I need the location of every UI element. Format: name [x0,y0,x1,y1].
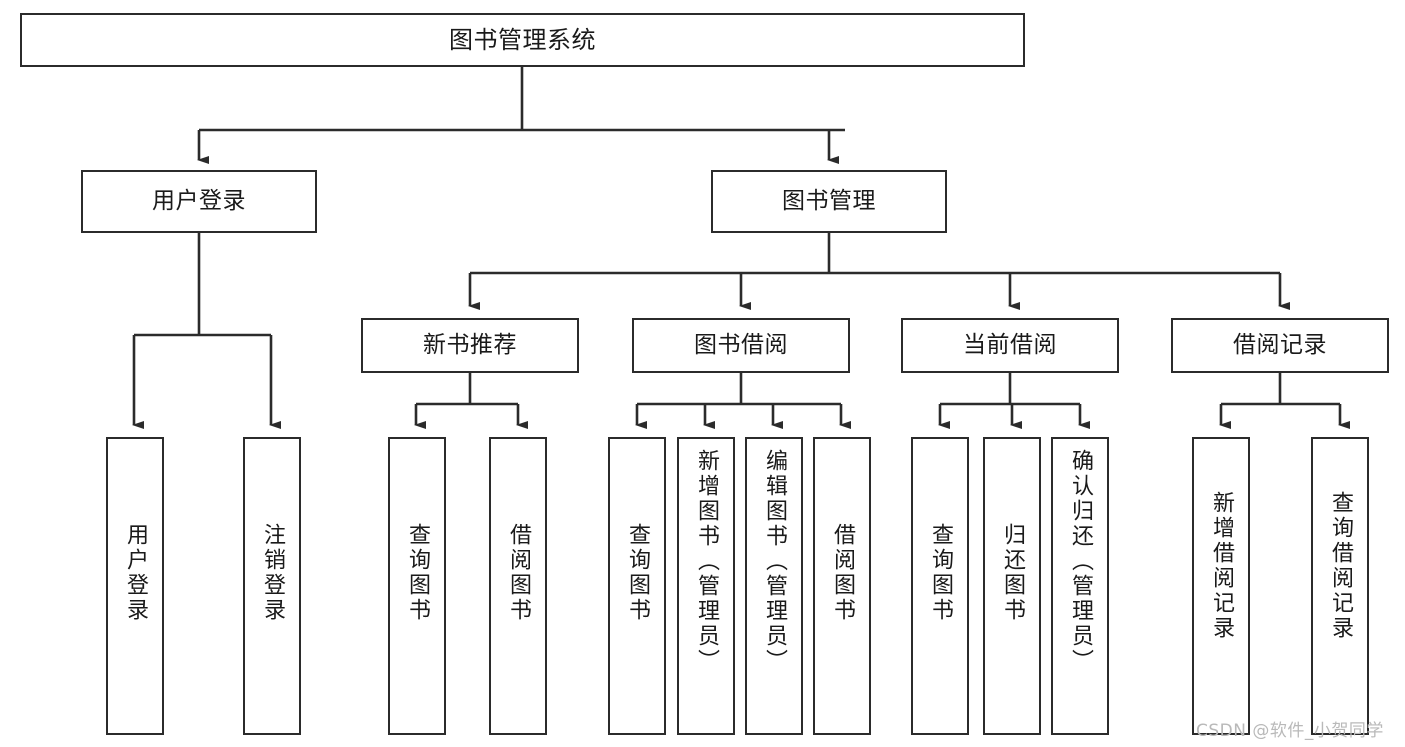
node-leaf-edit-book-admin[interactable]: 编辑图书（管理员） [745,437,803,735]
node-borrow-record[interactable]: 借阅记录 [1171,318,1389,373]
node-leaf-query-book-current-label: 查询图书 [928,523,953,623]
node-leaf-query-book-borrow-label: 查询图书 [625,523,650,623]
node-leaf-borrow-book-rec-label: 借阅图书 [506,523,531,623]
node-leaf-logout[interactable]: 注销登录 [243,437,301,735]
node-leaf-add-book-admin-label: 新增图书（管理员） [694,449,719,674]
node-leaf-logout-label: 注销登录 [260,523,285,623]
node-leaf-borrow-book[interactable]: 借阅图书 [813,437,871,735]
node-new-book-recommend[interactable]: 新书推荐 [361,318,579,373]
node-leaf-query-book-borrow[interactable]: 查询图书 [608,437,666,735]
node-leaf-borrow-book-rec[interactable]: 借阅图书 [489,437,547,735]
node-leaf-edit-book-admin-label: 编辑图书（管理员） [762,449,787,674]
node-leaf-query-borrow-record[interactable]: 查询借阅记录 [1311,437,1369,735]
node-leaf-add-book-admin[interactable]: 新增图书（管理员） [677,437,735,735]
node-leaf-query-book-rec-label: 查询图书 [405,523,430,623]
node-leaf-query-borrow-record-label: 查询借阅记录 [1328,491,1353,641]
node-leaf-query-book-current[interactable]: 查询图书 [911,437,969,735]
node-root-label: 图书管理系统 [449,25,596,54]
node-borrow-record-label: 借阅记录 [1233,331,1327,358]
node-book-borrow-label: 图书借阅 [694,331,788,358]
node-leaf-user-login-label: 用户登录 [123,523,148,623]
node-leaf-query-book-rec[interactable]: 查询图书 [388,437,446,735]
node-root[interactable]: 图书管理系统 [20,13,1025,67]
node-leaf-user-login[interactable]: 用户登录 [106,437,164,735]
node-current-borrow-label: 当前借阅 [963,331,1057,358]
node-leaf-return-book[interactable]: 归还图书 [983,437,1041,735]
csdn-watermark: CSDN @软件_小贺同学 [1196,721,1384,741]
node-leaf-confirm-return-admin[interactable]: 确认归还（管理员） [1051,437,1109,735]
node-leaf-return-book-label: 归还图书 [1000,523,1025,623]
node-user-login[interactable]: 用户登录 [81,170,317,233]
node-book-manage[interactable]: 图书管理 [711,170,947,233]
node-leaf-add-borrow-record[interactable]: 新增借阅记录 [1192,437,1250,735]
node-user-login-label: 用户登录 [152,187,246,214]
node-book-borrow[interactable]: 图书借阅 [632,318,850,373]
node-leaf-confirm-return-admin-label: 确认归还（管理员） [1068,449,1093,674]
node-leaf-borrow-book-label: 借阅图书 [830,523,855,623]
node-current-borrow[interactable]: 当前借阅 [901,318,1119,373]
node-book-manage-label: 图书管理 [782,187,876,214]
node-new-book-recommend-label: 新书推荐 [423,331,517,358]
node-leaf-add-borrow-record-label: 新增借阅记录 [1209,491,1234,641]
